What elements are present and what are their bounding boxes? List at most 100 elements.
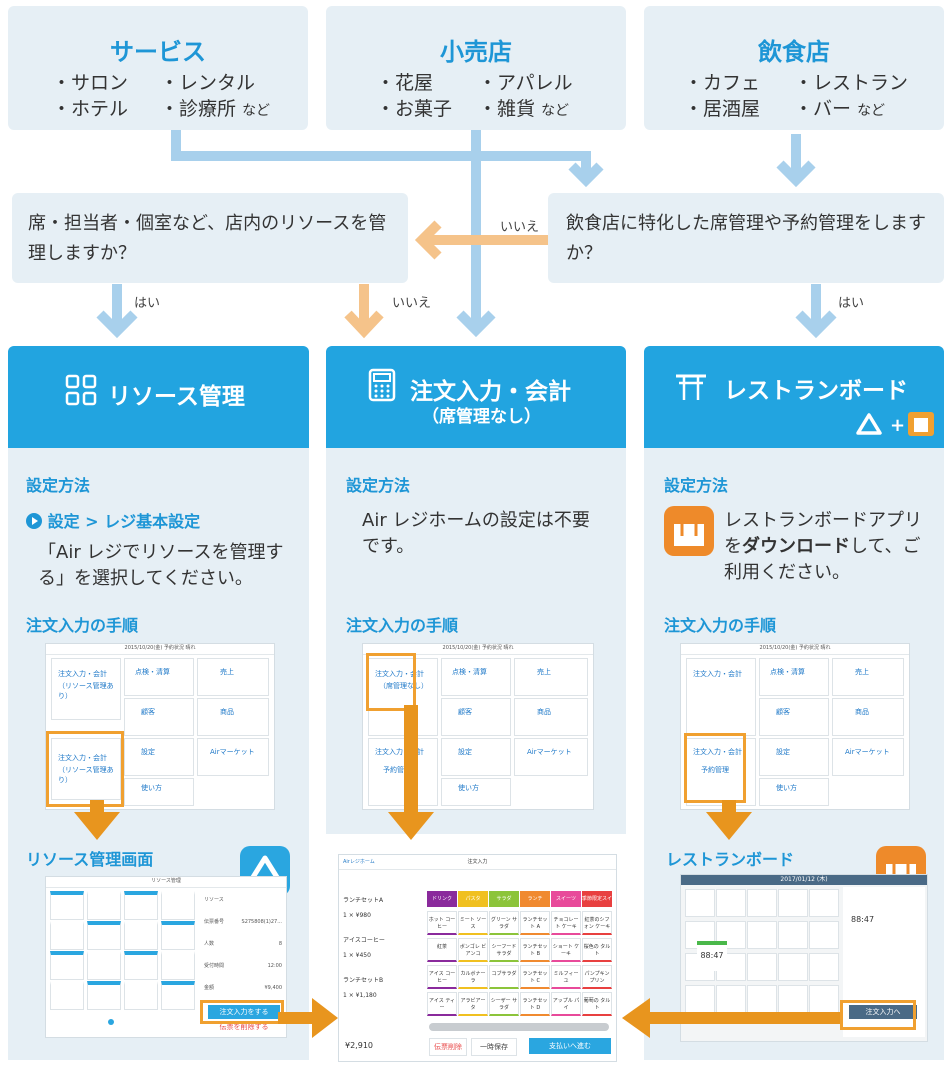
menu-item-button[interactable]: グリーン サラダ bbox=[489, 911, 519, 935]
tile-howto: 使い方 bbox=[441, 778, 511, 806]
board-cell[interactable] bbox=[685, 985, 715, 1013]
board-cell[interactable] bbox=[716, 985, 746, 1013]
resource-tile[interactable] bbox=[124, 921, 158, 950]
resource-screenshot: リソース管理 リソース 伝票番号 S275808(1)27... 人数 8 受付… bbox=[45, 876, 287, 1038]
setup-text: 「Air レジでリソースを管理する」を選択してください。 bbox=[38, 542, 284, 589]
svg-text:+: + bbox=[890, 415, 905, 436]
back-link[interactable]: Airレジホーム bbox=[343, 859, 375, 865]
menu-item-button[interactable]: ホット コーヒー bbox=[427, 911, 457, 935]
board-cell[interactable] bbox=[747, 889, 777, 917]
menu-item-button[interactable]: ランチセット C bbox=[520, 965, 550, 989]
service-item: ・ホテル bbox=[52, 98, 129, 120]
board-cell[interactable] bbox=[809, 889, 839, 917]
board-cell[interactable] bbox=[778, 953, 808, 981]
menu-item-button[interactable]: アラビアータ bbox=[458, 992, 488, 1016]
menu-item-button[interactable]: ボンゴレ ビアンコ bbox=[458, 938, 488, 962]
order-entry-button[interactable]: 注文入力をする bbox=[208, 1005, 280, 1019]
menu-item-button[interactable]: シーザー サラダ bbox=[489, 992, 519, 1016]
resource-tile[interactable] bbox=[124, 891, 158, 920]
category-tab[interactable]: ドリンク bbox=[427, 891, 457, 907]
resource-tile[interactable] bbox=[124, 951, 158, 980]
menu-item-button[interactable]: 桜色の タルト bbox=[582, 938, 612, 962]
retail-suffix: など bbox=[541, 103, 570, 119]
resource-tile[interactable] bbox=[124, 981, 158, 1010]
board-cell[interactable] bbox=[747, 953, 777, 981]
menu-item-button[interactable]: 紅茶のシフォン ケーキ bbox=[582, 911, 612, 935]
resource-tile[interactable] bbox=[87, 891, 121, 920]
detail-row: 人数 8 bbox=[204, 941, 282, 947]
board-cell[interactable] bbox=[778, 889, 808, 917]
menu-item-button[interactable]: ランチセット D bbox=[520, 992, 550, 1016]
torii-icon bbox=[676, 374, 706, 400]
board-cell[interactable] bbox=[809, 985, 839, 1013]
category-tab[interactable]: スイーツ bbox=[551, 891, 581, 907]
service-item: ・サロン bbox=[52, 72, 129, 94]
pay-button[interactable]: 支払いへ進む bbox=[529, 1038, 611, 1054]
resource-tile[interactable] bbox=[161, 951, 195, 980]
board-cell[interactable] bbox=[809, 953, 839, 981]
resource-tile[interactable] bbox=[50, 981, 84, 1010]
resource-tile[interactable] bbox=[87, 951, 121, 980]
tile-product: 商品 bbox=[197, 698, 269, 736]
resource-tile[interactable] bbox=[50, 921, 84, 950]
menu-item-button[interactable]: ミルフィーユ bbox=[551, 965, 581, 989]
app-combo-icon: + bbox=[856, 412, 934, 436]
food-item: ・カフェ bbox=[684, 72, 761, 94]
arrow-head bbox=[795, 310, 837, 339]
tile-customer: 顧客 bbox=[441, 698, 511, 736]
board-cell[interactable] bbox=[747, 985, 777, 1013]
resource-tile[interactable] bbox=[50, 891, 84, 920]
food-question: 飲食店に特化した席管理や予約管理をしますか？ bbox=[566, 213, 926, 264]
category-tab[interactable]: 季節限定スイーツ bbox=[582, 891, 612, 907]
category-tab[interactable]: パスタ bbox=[458, 891, 488, 907]
menu-item-button[interactable]: ランチセット B bbox=[520, 938, 550, 962]
resource-tile[interactable] bbox=[161, 891, 195, 920]
menu-item-button[interactable]: アップル パイ bbox=[551, 992, 581, 1016]
board-order-button[interactable]: 注文入力へ bbox=[849, 1005, 917, 1019]
clear-button[interactable]: 伝票削除 bbox=[429, 1038, 467, 1056]
resource-tile[interactable] bbox=[161, 981, 195, 1010]
board-cell[interactable] bbox=[809, 921, 839, 949]
menu-item-button[interactable]: ミート ソース bbox=[458, 911, 488, 935]
retail-item: ・お菓子 bbox=[376, 98, 453, 120]
menu-item-button[interactable]: チョコレート ケーキ bbox=[551, 911, 581, 935]
menu-item-button[interactable]: カルボナーラ bbox=[458, 965, 488, 989]
hold-button[interactable]: 一時保存 bbox=[471, 1038, 517, 1056]
menu-item-button[interactable]: アイス コーヒー bbox=[427, 965, 457, 989]
resource-tile[interactable] bbox=[87, 921, 121, 950]
category-tab[interactable]: ランチ bbox=[520, 891, 550, 907]
menu-item-button[interactable]: ショート ケーキ bbox=[551, 938, 581, 962]
menu-item-button[interactable]: アイス ティー bbox=[427, 992, 457, 1016]
board-cell[interactable] bbox=[778, 921, 808, 949]
detail-row: 伝票番号 S275808(1)27... bbox=[204, 919, 282, 925]
menu-item-button[interactable]: コブサラダ bbox=[489, 965, 519, 989]
scroll-track[interactable] bbox=[429, 1023, 609, 1031]
tile-order-highlight: 注文入力・会計（リソース管理あり） bbox=[51, 738, 121, 800]
home-title: 2015/10/20(金) 予約状況 晴れ bbox=[46, 644, 274, 655]
menu-item-button[interactable]: ランチセット A bbox=[520, 911, 550, 935]
resource-header: リソース管理 bbox=[8, 346, 309, 448]
resource-tile[interactable] bbox=[50, 951, 84, 980]
highlight-frame bbox=[840, 1000, 916, 1030]
board-cell[interactable] bbox=[685, 889, 715, 917]
tile-check: 点検・清算 bbox=[124, 658, 194, 696]
resource-tile[interactable] bbox=[161, 921, 195, 950]
order-line-name: ランチセットA bbox=[343, 897, 384, 904]
setup-heading: 設定方法 bbox=[346, 476, 411, 495]
menu-item-button[interactable]: 葡萄の タルト bbox=[582, 992, 612, 1016]
category-tab[interactable]: サラダ bbox=[489, 891, 519, 907]
tile-sales: 売上 bbox=[197, 658, 269, 696]
menu-item-button[interactable]: パンプキン プリン bbox=[582, 965, 612, 989]
board-cell[interactable] bbox=[778, 985, 808, 1013]
grid-icon bbox=[65, 374, 97, 406]
tile-market: Airマーケット bbox=[514, 738, 588, 776]
calculator-icon bbox=[368, 368, 396, 402]
food-title: 飲食店 bbox=[758, 38, 830, 66]
resource-tile[interactable] bbox=[87, 981, 121, 1010]
board-cell[interactable] bbox=[716, 889, 746, 917]
menu-item-button[interactable]: シーフード サラダ bbox=[489, 938, 519, 962]
menu-item-button[interactable]: 紅茶 bbox=[427, 938, 457, 962]
board-cell[interactable] bbox=[747, 921, 777, 949]
delete-slip-button[interactable]: 伝票を削除する bbox=[219, 1023, 269, 1031]
retail-box: 小売店 ・花屋 ・アパレル ・お菓子 ・雑貨 など bbox=[326, 6, 626, 130]
